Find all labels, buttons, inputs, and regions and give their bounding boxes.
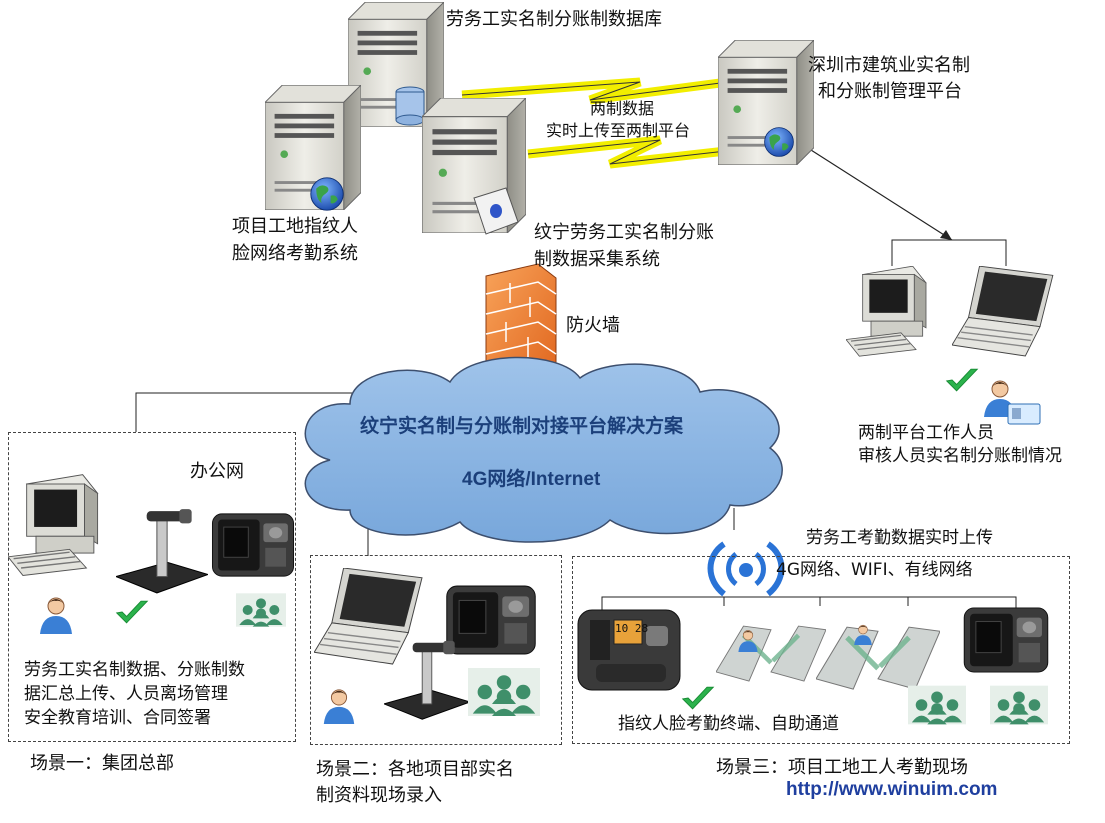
scene2-caption-line1: 场景二：各地项目部实名 — [316, 759, 514, 780]
laptop-icon — [952, 266, 1054, 357]
terminal-label: 指纹人脸考勤终端、自助通道 — [618, 714, 839, 734]
internet-cloud — [304, 356, 783, 543]
platform-label-line2: 和分账制管理平台 — [818, 81, 962, 102]
cloud-title: 纹宁实名制与分账制对接平台解决方案 — [360, 415, 684, 437]
check-icon — [946, 368, 978, 392]
lightning-link-lower — [527, 135, 736, 169]
scene1-desc-line2: 据汇总上传、人员离场管理 — [24, 684, 228, 704]
attendance-label-line2: 脸网络考勤系统 — [232, 243, 358, 264]
globe-icon — [764, 127, 794, 157]
upload-label: 劳务工考勤数据实时上传 — [806, 528, 993, 548]
reviewer-line2: 审核人员实名制分账制情况 — [858, 446, 1062, 466]
network-label: 4G网络、WIFI、有线网络 — [776, 560, 973, 580]
collector-label-line1: 纹宁劳务工实名制分账 — [534, 222, 714, 243]
desktop-computer-icon — [846, 266, 927, 357]
fingerprint-terminal-icon — [577, 609, 681, 691]
link-label-line2: 实时上传至两制平台 — [546, 121, 691, 140]
reviewer-line1: 两制平台工作人员 — [858, 423, 994, 443]
id-card-icon — [1007, 403, 1041, 425]
scene1-desc-line3: 安全教育培训、合同签署 — [24, 708, 211, 728]
collector-label-line2: 制数据采集系统 — [534, 249, 660, 270]
fingerprint-reader-icon — [473, 187, 519, 235]
link-label-line1: 两制数据 — [590, 99, 655, 118]
terminal-clock: 10 28 — [615, 622, 649, 635]
scene1-caption: 场景一：集团总部 — [30, 753, 174, 774]
cloud-subtitle: 4G网络/Internet — [462, 469, 601, 490]
platform-label-line1: 深圳市建筑业实名制 — [808, 55, 970, 76]
database-label: 劳务工实名制分账制数据库 — [446, 9, 662, 30]
scene1-desc-line1: 劳务工实名制数据、分账制数 — [24, 660, 245, 680]
scene2-caption-line2: 制资料现场录入 — [316, 785, 442, 806]
attendance-label-line1: 项目工地指纹人 — [232, 216, 358, 237]
scene3-caption: 场景三：项目工地工人考勤现场 — [716, 757, 968, 778]
database-cylinder-icon — [395, 86, 425, 126]
website-url[interactable]: http://www.winuim.com — [786, 779, 998, 800]
globe-icon — [310, 177, 344, 211]
scene3-box — [572, 556, 1070, 744]
scene2-box — [310, 555, 562, 745]
scene1-box — [8, 432, 296, 742]
office-net-label: 办公网 — [190, 461, 244, 482]
firewall-label: 防火墙 — [566, 315, 620, 336]
arrow-head — [940, 230, 952, 240]
